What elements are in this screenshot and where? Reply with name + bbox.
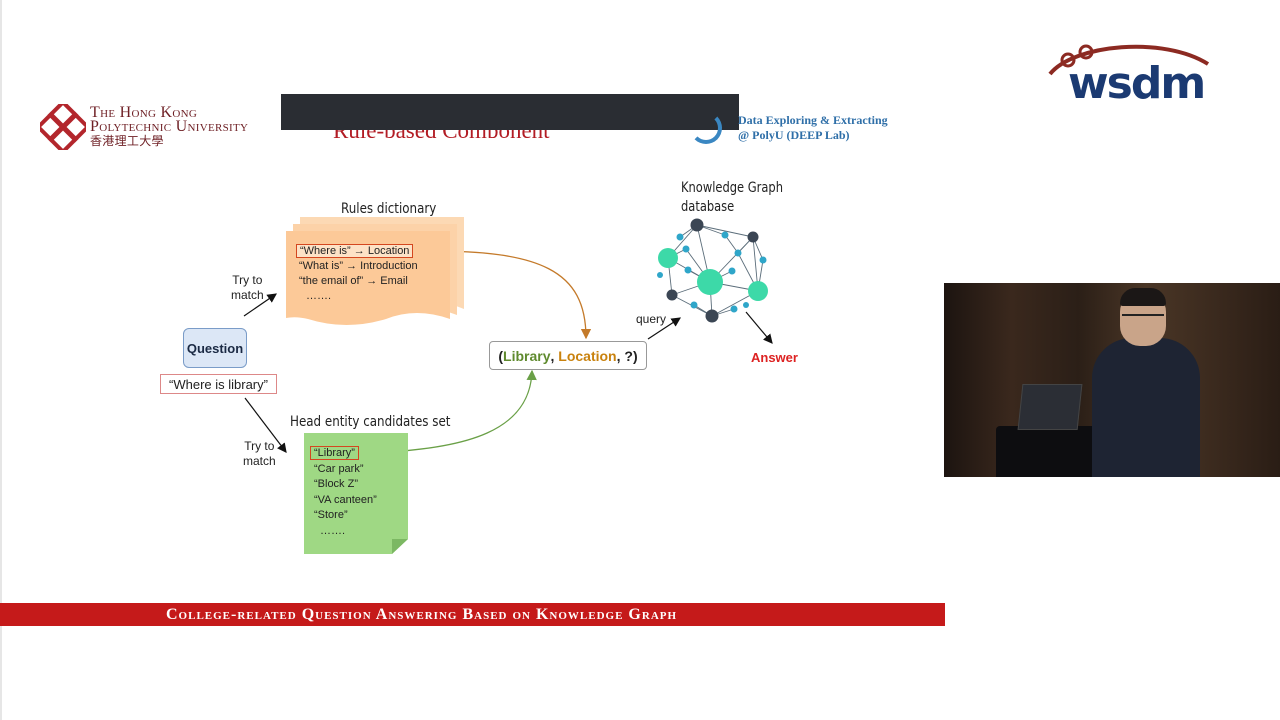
- triple-sep1: ,: [550, 347, 559, 364]
- entity-item: “Block Z”: [310, 477, 377, 493]
- rule-item-text: “the email of” → Email: [299, 275, 408, 287]
- query-label: query: [636, 312, 667, 326]
- triple-box: ( Library , Location , ? ): [489, 341, 647, 370]
- triple-open: (: [498, 347, 504, 364]
- deep-lab-line2: @ PolyU (DEEP Lab): [738, 128, 850, 142]
- entity-item-text: “Block Z”: [314, 478, 358, 490]
- frame-edge: [0, 0, 2, 720]
- kg-title: Knowledge Graph database: [681, 179, 783, 217]
- diagram-connectors: [243, 250, 773, 454]
- kg-title-line2: database: [681, 199, 735, 215]
- rule-item: “the email of” → Email: [296, 274, 418, 289]
- knowledge-graph-icon: [657, 218, 768, 323]
- polyu-name-line1: The Hong Kong: [90, 104, 198, 121]
- try-match-bottom-line1: Try to: [244, 439, 275, 453]
- rule-item-text: “Where is” → Location: [296, 244, 414, 258]
- answer-label: Answer: [751, 350, 798, 365]
- deep-lab-line1: Data Exploring & Extracting: [738, 113, 888, 127]
- rules-title: Rules dictionary: [341, 201, 437, 217]
- arrow-to-rules: [243, 293, 277, 317]
- polyu-name: The Hong Kong Polytechnic University 香港理…: [90, 104, 249, 149]
- deep-lab-logo-icon: [690, 112, 722, 144]
- triple-entity: Library: [503, 347, 551, 364]
- entity-item-text: “VA canteen”: [314, 493, 377, 506]
- triple-close: ): [632, 347, 638, 364]
- entity-item: “Car park”: [310, 462, 377, 478]
- arrow-answer: [745, 311, 773, 344]
- entity-item: “VA canteen”: [310, 493, 377, 509]
- footer-banner-text: College-related Question Answering Based…: [166, 604, 677, 626]
- entity-card: [304, 433, 408, 554]
- arrow-rule-to-triple: [423, 250, 592, 340]
- wsdm-logo-icon: [1048, 44, 1210, 76]
- try-match-bottom: Try to match: [243, 439, 276, 469]
- triple-sep2: , ?: [616, 347, 633, 364]
- entity-item-text: …….: [320, 524, 346, 537]
- deep-lab-name: Data Exploring & Extracting @ PolyU (DEE…: [738, 113, 888, 143]
- rule-item: “Where is” → Location: [296, 244, 418, 259]
- try-match-top: Try to match: [231, 273, 264, 303]
- footer-banner: [0, 603, 945, 626]
- arrow-to-entities: [244, 397, 287, 453]
- question-text: “Where is library”: [160, 374, 277, 394]
- polyu-name-line2: Polytechnic University: [90, 118, 249, 135]
- speaker-glasses: [1122, 314, 1164, 322]
- rule-item-text: “What is” → Introduction: [299, 260, 418, 272]
- entity-item: …….: [310, 524, 377, 540]
- rule-item: …….: [296, 289, 418, 304]
- question-box: Question: [183, 328, 247, 368]
- entity-item: “Library”: [310, 446, 377, 462]
- try-match-top-line2: match: [231, 288, 264, 302]
- arrow-query: [647, 317, 682, 340]
- speaker-body: [1092, 338, 1200, 477]
- entity-list: “Library” “Car park” “Block Z” “VA cante…: [310, 446, 377, 539]
- redaction-bar: [281, 94, 739, 130]
- rules-list: “Where is” → Location “What is” → Introd…: [296, 244, 418, 304]
- entity-item: “Store”: [310, 508, 377, 524]
- speaker-hair: [1120, 288, 1166, 306]
- try-match-bottom-line2: match: [243, 454, 276, 468]
- laptop: [1017, 384, 1083, 430]
- entity-item-text: “Library”: [310, 446, 359, 460]
- rule-item: “What is” → Introduction: [296, 259, 418, 274]
- polyu-name-cn: 香港理工大學: [90, 134, 164, 148]
- entity-item-text: “Car park”: [314, 462, 364, 475]
- kg-title-line1: Knowledge Graph: [681, 180, 783, 196]
- rule-item-text: …….: [306, 290, 332, 302]
- wsdm-logo-text: wsdm: [1068, 58, 1206, 109]
- try-match-top-line1: Try to: [232, 273, 263, 287]
- polyu-logo-icon: [40, 104, 86, 150]
- entity-item-text: “Store”: [314, 509, 348, 521]
- footer-banner-label: College-related Question Answering Based…: [166, 606, 678, 623]
- head-entity-title: Head entity candidates set: [290, 414, 451, 430]
- triple-relation: Location: [558, 347, 617, 364]
